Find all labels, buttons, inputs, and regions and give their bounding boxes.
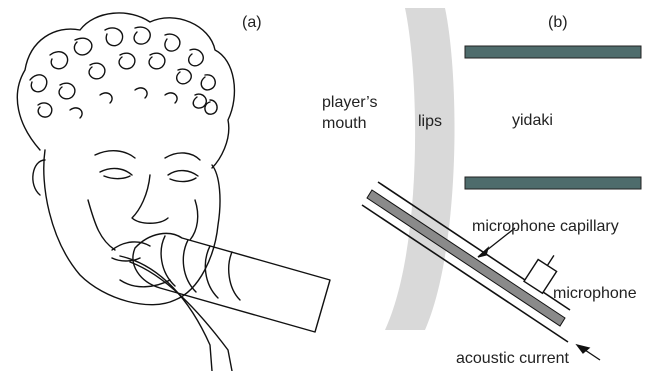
yidaki-label: yidaki — [512, 112, 553, 130]
acoustic-current-label: acoustic current — [456, 350, 569, 368]
panel-b-label: (b) — [548, 14, 568, 32]
microphone-body — [524, 259, 557, 293]
lips-label: lips — [418, 113, 442, 131]
yidaki-wall-bottom — [465, 177, 641, 189]
panel-a-label: (a) — [242, 14, 262, 32]
player-mouth-label-line2: mouth — [322, 115, 366, 133]
microphone-capillary-label: microphone capillary — [472, 218, 619, 236]
lips-region — [385, 8, 455, 330]
player-mouth-label-line1: player’s — [322, 94, 377, 112]
yidaki-wall-top — [465, 46, 641, 58]
microphone-label: microphone — [553, 285, 637, 303]
